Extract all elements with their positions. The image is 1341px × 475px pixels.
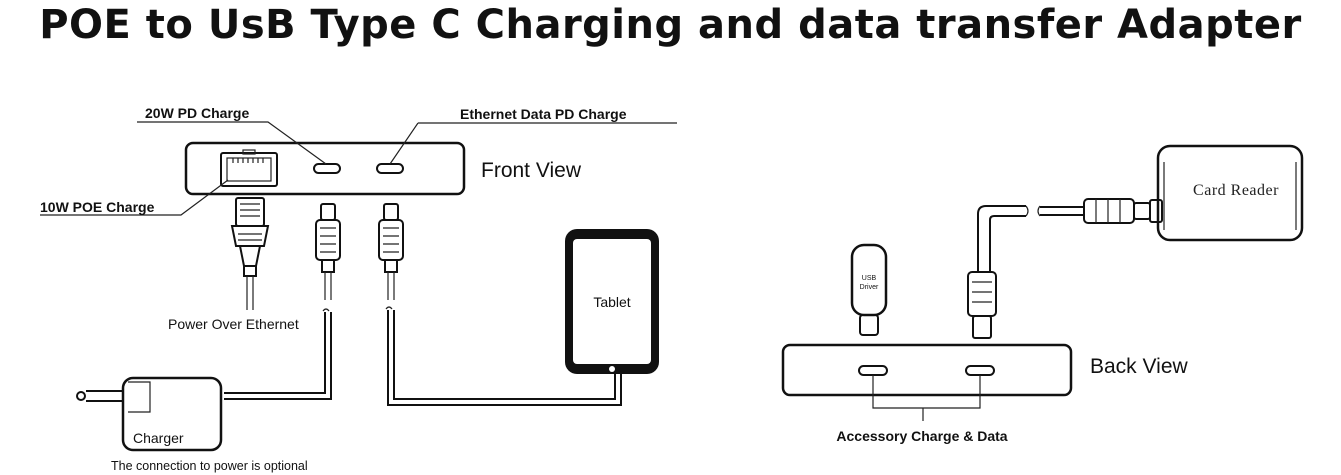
front-view-diagram: 20W PD Charge Ethernet Data PD Charge 10… xyxy=(40,105,677,473)
card-reader-icon xyxy=(1149,144,1304,242)
back-view-diagram: Card Reader USB Driver Back View Acc xyxy=(781,144,1304,444)
usbc-port-20w-icon xyxy=(313,163,341,174)
card-reader-cable xyxy=(967,198,1151,339)
label-ethernet-data-pd-charge: Ethernet Data PD Charge xyxy=(460,106,627,122)
label-power-optional: The connection to power is optional xyxy=(111,459,308,473)
rj45-port-icon xyxy=(220,149,278,187)
page-title: POE to UsB Type C Charging and data tran… xyxy=(39,2,1302,48)
callout-10w-line xyxy=(40,179,229,216)
tablet-cable xyxy=(387,310,622,406)
label-tablet: Tablet xyxy=(593,294,630,310)
usbc-plug-2-icon xyxy=(378,203,404,300)
callout-20w-line xyxy=(137,121,327,165)
tablet-icon xyxy=(565,229,659,374)
callout-ethernet-line xyxy=(389,122,677,165)
label-back-view: Back View xyxy=(1090,355,1188,378)
accessory-bracket xyxy=(872,375,981,421)
charger-cable xyxy=(224,312,332,400)
usb-driver-icon xyxy=(850,243,888,336)
label-accessory-charge-data: Accessory Charge & Data xyxy=(836,428,1007,444)
charger-icon xyxy=(76,376,223,452)
label-power-over-ethernet: Power Over Ethernet xyxy=(168,316,299,332)
back-adapter-body xyxy=(781,343,1073,397)
label-card-reader: Card Reader xyxy=(1193,182,1279,199)
label-20w-pd-charge: 20W PD Charge xyxy=(145,105,249,121)
label-10w-poe-charge: 10W POE Charge xyxy=(40,199,155,215)
label-front-view: Front View xyxy=(481,159,582,182)
label-usb-driver-line1: USB xyxy=(862,275,877,282)
usbc-plug-1-icon xyxy=(315,203,341,300)
label-usb-driver-line2: Driver xyxy=(860,284,879,291)
rj45-plug-icon xyxy=(230,197,270,310)
label-charger: Charger xyxy=(133,430,184,446)
